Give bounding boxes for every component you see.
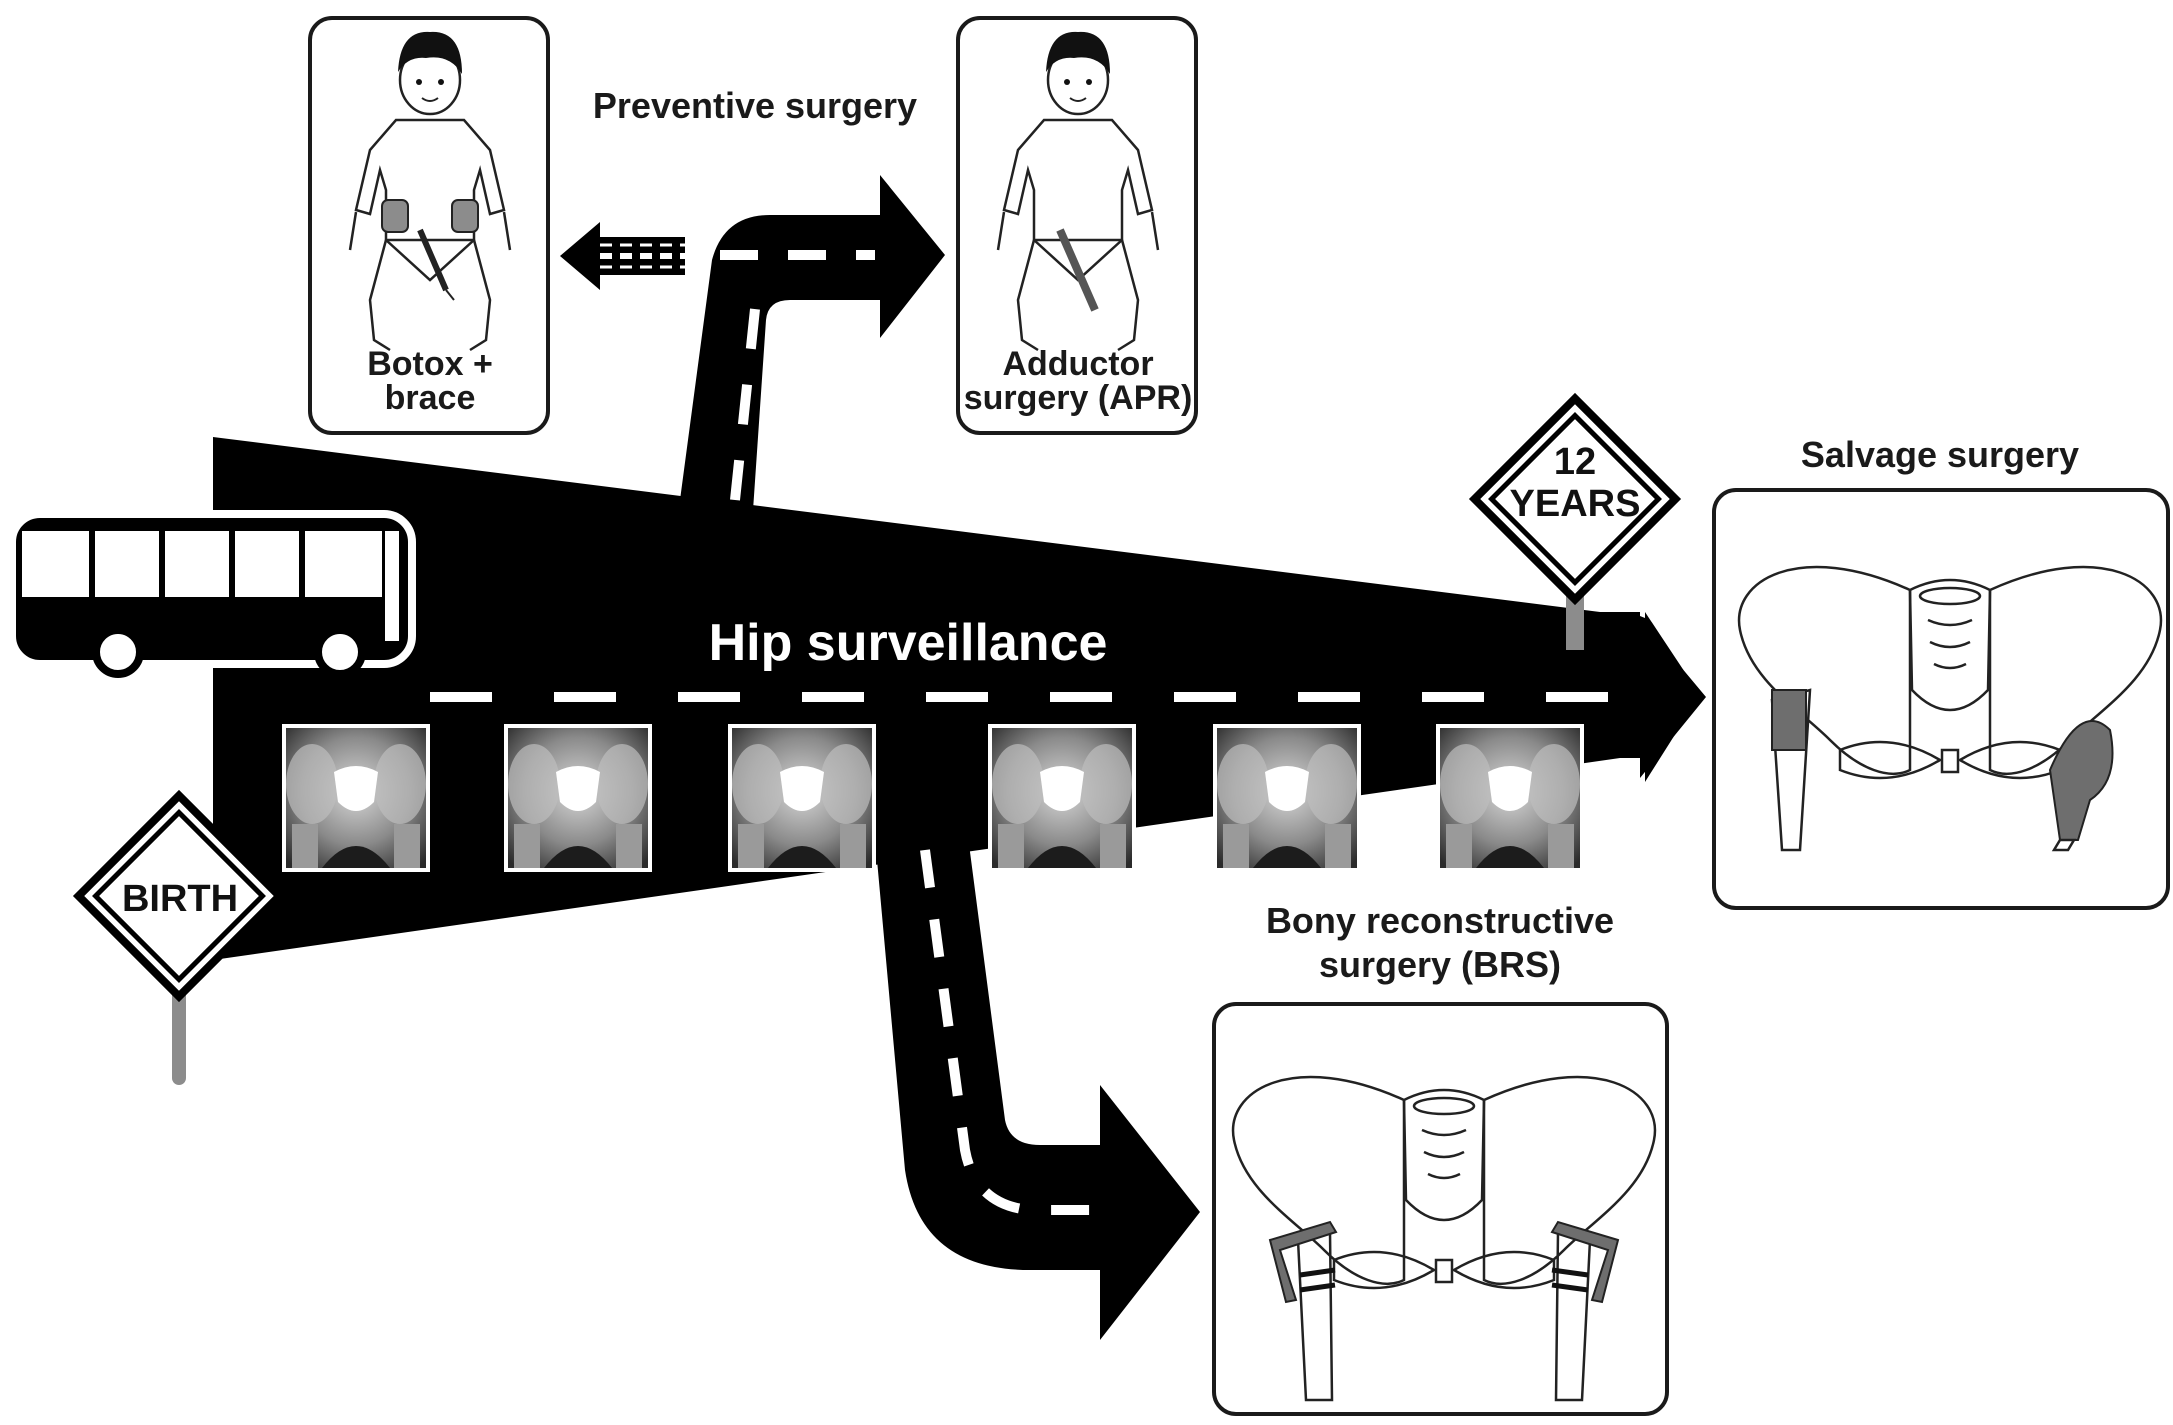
sign-line-2: YEARS — [1510, 483, 1641, 525]
xray-image — [1436, 724, 1584, 872]
xray-image — [504, 724, 652, 872]
preventive-surgery-heading: Preventive surgery — [593, 85, 917, 126]
xray-image — [988, 724, 1136, 872]
salvage-panel — [1714, 490, 2168, 908]
xray-image — [1213, 724, 1361, 872]
botox-label-2: brace — [385, 379, 476, 417]
hip-surveillance-label: Hip surveillance — [709, 614, 1108, 672]
bus-icon — [12, 514, 412, 674]
brs-heading-1: Bony reconstructive — [1266, 900, 1614, 941]
implant-plate-icon — [1772, 690, 1806, 750]
sign-line-1: 12 — [1554, 441, 1596, 483]
adductor-label-1: Adductor — [1002, 345, 1153, 383]
adductor-label-2: surgery (APR) — [964, 379, 1193, 417]
adductor-panel: Adductor surgery (APR) — [958, 18, 1196, 433]
xray-image — [728, 724, 876, 872]
brs-panel — [1214, 1004, 1667, 1414]
brs-heading-2: surgery (BRS) — [1319, 944, 1561, 985]
preventive-road — [560, 175, 945, 525]
botox-label-1: Botox + — [367, 345, 493, 383]
xray-image — [282, 724, 430, 872]
salvage-surgery-heading: Salvage surgery — [1801, 434, 2079, 475]
botox-brace-panel: Botox + brace — [310, 18, 548, 433]
birth-label: BIRTH — [122, 878, 238, 920]
